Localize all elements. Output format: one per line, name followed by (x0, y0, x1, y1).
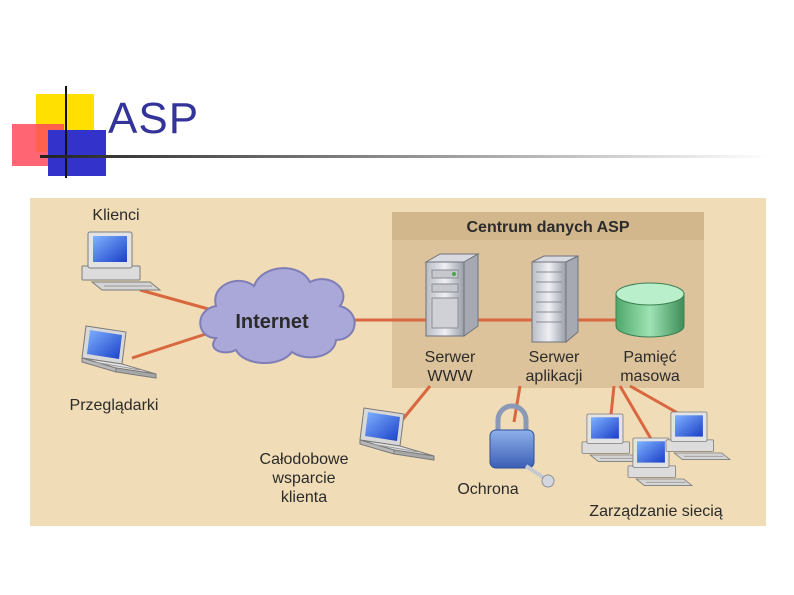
internet-label: Internet (235, 311, 309, 333)
asp-network-diagram: Centrum danych ASP Klienci Przeglądarki … (30, 198, 766, 526)
support-label-line2: wsparcie (271, 470, 335, 487)
storage-label-line1: Pamięć (623, 349, 676, 366)
web-server-icon (424, 253, 480, 337)
support-label-line3: klienta (281, 489, 327, 506)
storage-cylinder-icon (615, 282, 685, 338)
clients-label: Klienci (92, 207, 139, 224)
web-server-label-line2: WWW (427, 368, 473, 385)
network-mgmt-label: Zarządzanie siecią (589, 503, 723, 520)
data-center-title: Centrum danych ASP (467, 219, 630, 236)
support-label-line1: Całodobowe (260, 451, 349, 468)
app-server-label-line1: Serwer (529, 349, 580, 366)
storage-label-line2: masowa (620, 368, 680, 385)
browsers-label: Przeglądarki (70, 397, 159, 414)
internet-cloud-icon (199, 267, 356, 365)
data-center-header (392, 212, 704, 240)
security-label: Ochrona (457, 481, 518, 498)
slide-title: ASP (108, 94, 200, 143)
app-server-icon (531, 255, 579, 344)
app-server-label-line2: aplikacji (526, 368, 583, 385)
padlock-key-icon (489, 403, 555, 488)
title-decoration (12, 86, 770, 178)
web-server-label-line1: Serwer (425, 349, 476, 366)
